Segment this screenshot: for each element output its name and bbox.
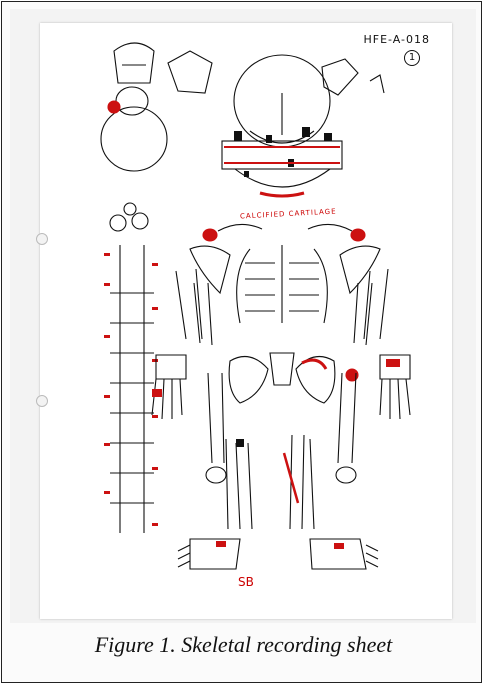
scapula [340, 246, 380, 293]
recorder-initials: SB [238, 575, 254, 589]
recording-sheet: HFE-A-018 1 [40, 23, 452, 619]
skull-frontal-view [222, 55, 342, 196]
cranial-fragment [168, 51, 212, 93]
rib-cage [237, 245, 328, 323]
clavicle [308, 224, 352, 231]
cranial-fragment [322, 59, 358, 95]
photo-background: HFE-A-018 1 [10, 9, 476, 623]
skull-superior-view [101, 43, 167, 171]
left-hand [152, 355, 186, 419]
pelvis [229, 353, 358, 403]
right-hand [380, 355, 410, 419]
right-foot [310, 539, 378, 569]
tibia [236, 443, 252, 529]
figure-caption: Figure 1. Skeletal recording sheet [2, 632, 483, 658]
femur [208, 373, 224, 463]
left-foot [178, 539, 240, 569]
vertebral-column [110, 245, 154, 533]
clavicle [218, 224, 262, 231]
femur [338, 373, 356, 463]
skeleton-diagram [40, 23, 452, 619]
